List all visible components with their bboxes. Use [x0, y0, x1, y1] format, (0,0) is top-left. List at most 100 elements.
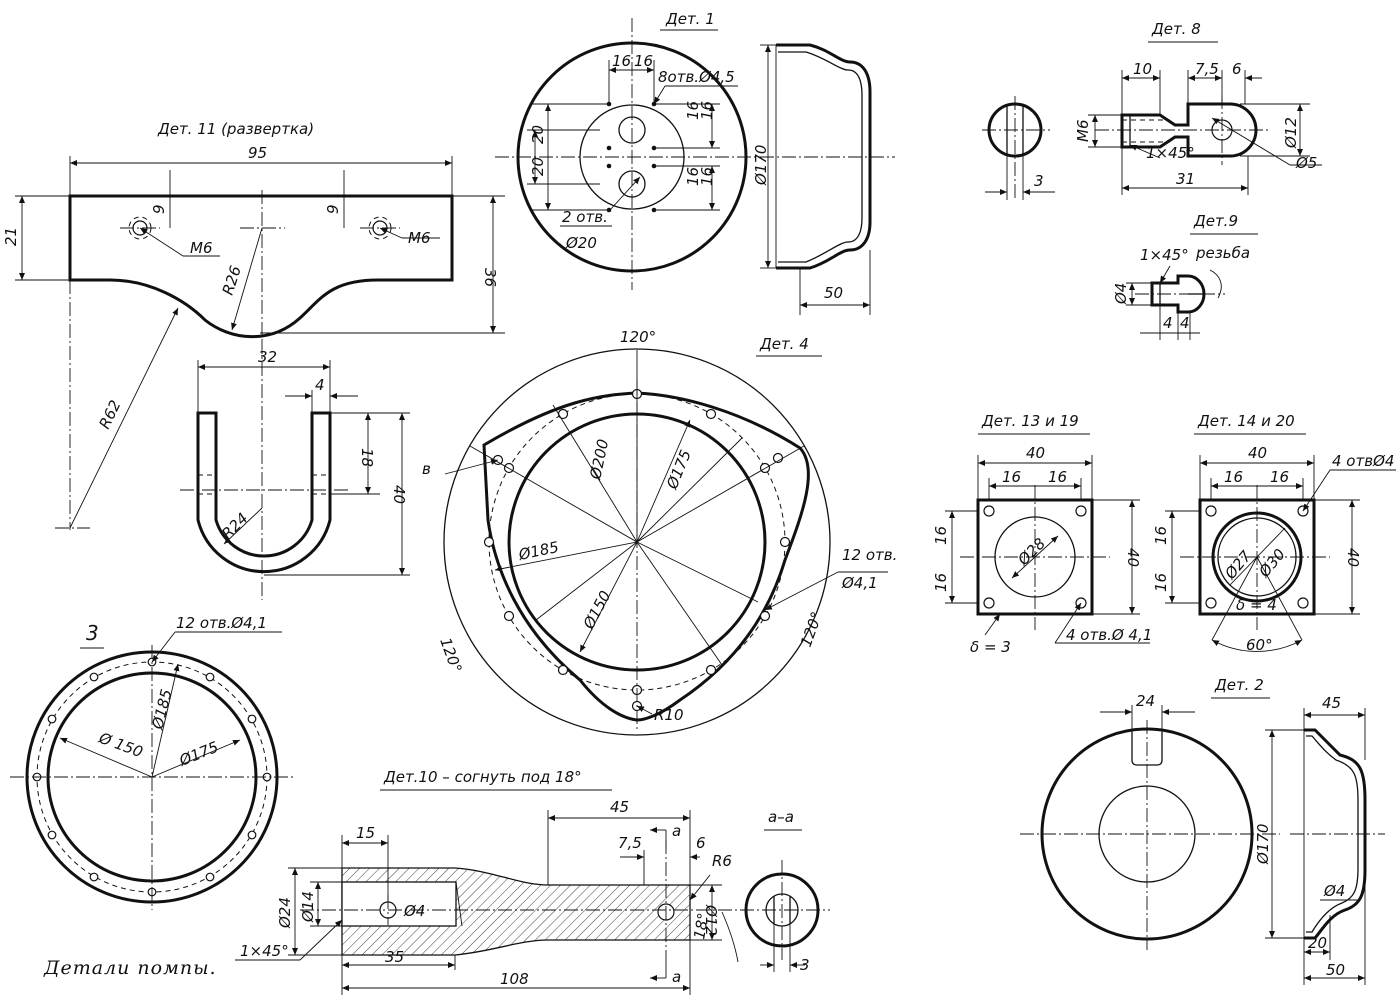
det4-d175: Ø175	[663, 447, 695, 492]
det8-chamfer: 1×45°	[1146, 144, 1195, 162]
det13-dim-16a: 16	[1002, 468, 1021, 486]
ubracket-dim-4: 4	[315, 376, 325, 394]
det14-d30: Ø30	[1255, 545, 1289, 581]
det4-label-b: в	[422, 460, 431, 478]
det8-dim-75: 7,5	[1195, 60, 1219, 78]
det10-lever: Дет.10 – согнуть под 18° 45 15 7,5 6 а а	[235, 768, 740, 995]
det2-cup: Дет. 2 24 Ø170 45 Ø4 20 50	[1020, 676, 1385, 985]
det1-dim-16c: 16	[684, 101, 702, 120]
det8-dim-10: 10	[1133, 60, 1152, 78]
det10-dim-15: 15	[356, 824, 375, 842]
det9-len-4a: 4	[1163, 314, 1173, 332]
det4-angle-right: 120°	[797, 609, 826, 649]
det13-dim-16b: 16	[1048, 468, 1067, 486]
det10-r6: R6	[712, 852, 732, 870]
det14-holes: 4 отвØ4	[1332, 452, 1394, 470]
det8-d12: Ø12	[1282, 117, 1300, 149]
det13-dim-40: 40	[1026, 444, 1045, 462]
det11-dim-9b: 9	[324, 204, 342, 214]
det13-dim-16c: 16	[932, 526, 950, 545]
u-bracket: 32 4 18 40 R24	[180, 340, 410, 600]
det14-dim-40v: 40	[1344, 548, 1362, 567]
det13-thickness: δ = 3	[970, 638, 1011, 656]
det10-d14: Ø14	[299, 891, 317, 923]
det10-d12: Ø12	[702, 904, 720, 936]
det13-dim-16d: 16	[932, 573, 950, 592]
det1-dim-16d: 16	[698, 101, 716, 120]
det11-flat-pattern: Дет. 11 (развертка) 95 21 36 9 9 M6	[2, 120, 505, 530]
det1-disc: Дет. 1 16 16 8отв.Ø4,5 20 20	[495, 10, 895, 315]
det11-r26: R26	[219, 264, 245, 298]
det11-m6-right: M6	[408, 229, 431, 247]
det11-dim-9a: 9	[150, 204, 168, 214]
det10-title: Дет.10 – согнуть под 18°	[383, 768, 582, 786]
det10-dim-6: 6	[696, 834, 706, 852]
det14-angle-60: 60°	[1246, 636, 1273, 654]
det9-d4: Ø4	[1112, 283, 1130, 305]
det4-r10: R10	[654, 706, 684, 724]
det10-dim-75: 7,5	[618, 834, 642, 852]
det10-d24: Ø24	[276, 897, 294, 929]
det2-dim-24: 24	[1136, 692, 1155, 710]
ubracket-r24: R24	[218, 509, 252, 543]
ubracket-dim-18: 18	[358, 448, 376, 467]
det9-screw: Дет.9 1×45° резьба Ø4 4 4	[1112, 212, 1258, 340]
det1-holes: 8отв.Ø4,5	[658, 68, 735, 86]
det14-thickness: δ = 4	[1236, 596, 1277, 614]
det1-dim-16f: 16	[698, 167, 716, 186]
det10-dim-108: 108	[500, 970, 529, 988]
det14-dim-16d: 16	[1152, 573, 1170, 592]
det8-pin: Дет. 8 3 10 7,5 6	[982, 20, 1322, 200]
det10-dim-45: 45	[610, 798, 629, 816]
det14-dim-16b: 16	[1270, 468, 1289, 486]
det1-d170: Ø170	[752, 145, 770, 186]
det3-holes: 12 отв.Ø4,1	[176, 614, 267, 632]
det4-flange: Дет. 4 120° 120° 120°	[422, 328, 897, 736]
det3-d175: Ø175	[176, 738, 221, 770]
det14-dim-40: 40	[1248, 444, 1267, 462]
det1-dim-16a: 16	[612, 52, 631, 70]
ubracket-dim-40: 40	[390, 485, 408, 504]
det8-dim-3: 3	[1034, 172, 1044, 190]
det10-d4: Ø4	[403, 902, 425, 920]
det2-dim-50: 50	[1326, 961, 1345, 979]
det13-holes: 4 отв.Ø 4,1	[1066, 626, 1152, 644]
det4-d185: Ø185	[516, 538, 560, 564]
det4-angle-left: 120°	[436, 635, 465, 675]
det9-chamfer: 1×45°	[1140, 246, 1189, 264]
det4-title: Дет. 4	[759, 335, 809, 353]
det4-d200: Ø200	[586, 438, 612, 482]
det8-m6: M6	[1074, 120, 1092, 143]
det14-dim-16a: 16	[1224, 468, 1243, 486]
section-aa-dim-3: 3	[800, 956, 810, 974]
det9-len-4b: 4	[1180, 314, 1190, 332]
det2-dim-45: 45	[1322, 694, 1341, 712]
det3-ring: 3 Ø 150 Ø185 Ø175 12 отв.Ø4,1	[10, 614, 295, 910]
det1-dim-20b: 20	[529, 157, 547, 176]
det13-dim-40v: 40	[1124, 548, 1142, 567]
det14-title: Дет. 14 и 20	[1197, 412, 1295, 430]
det1-dim-16e: 16	[684, 167, 702, 186]
det9-thread: резьба	[1195, 244, 1250, 262]
det14-plate: Дет. 14 и 20 40 16 16 16 16 4 отвØ4 Ø27 …	[1152, 412, 1396, 654]
det4-holes-d: Ø4,1	[841, 574, 878, 592]
det2-dim-20: 20	[1308, 934, 1327, 952]
det11-dim-36: 36	[481, 268, 499, 287]
det11-dim-21: 21	[2, 227, 20, 246]
det10-dim-35: 35	[385, 948, 404, 966]
det8-dim-31: 31	[1176, 170, 1195, 188]
drawing-caption: Детали помпы.	[43, 957, 217, 979]
det13-plate: Дет. 13 и 19 40 16 16 16 16 Ø28 40 δ = 3	[932, 412, 1152, 656]
det1-title: Дет. 1	[665, 10, 715, 28]
det1-holes2: 2 отв.	[562, 208, 608, 226]
det8-dim-6: 6	[1232, 60, 1242, 78]
det4-angle-top: 120°	[620, 328, 656, 346]
section-aa-title: а–а	[768, 808, 794, 826]
det2-d170: Ø170	[1254, 824, 1272, 865]
ubracket-dim-32: 32	[258, 348, 277, 366]
det8-d5: Ø5	[1295, 154, 1317, 172]
det10-angle-18: 18°	[690, 911, 712, 940]
det1-dim-50: 50	[824, 284, 843, 302]
det1-d20: Ø20	[565, 234, 597, 252]
